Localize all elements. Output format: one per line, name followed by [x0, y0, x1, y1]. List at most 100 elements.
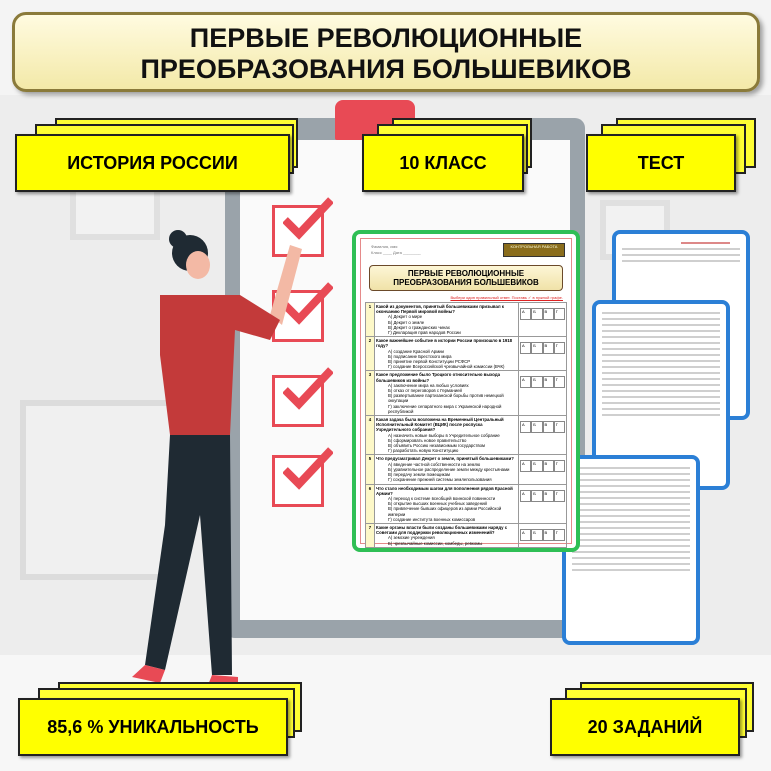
question-number: 6: [365, 483, 375, 524]
question-text: Какая задача была возложена на Временный…: [376, 417, 504, 433]
question-number: 3: [365, 370, 375, 417]
answer-option: А) введение частной собственности на зем…: [388, 461, 481, 467]
question-cell: Какое важнейшее событие в истории России…: [374, 336, 519, 372]
answer-box[interactable]: В: [542, 421, 554, 434]
type-tag: ТЕСТ: [586, 118, 756, 192]
answer-option: Г) Декларация прав народов России: [388, 330, 461, 336]
preview-page-3: [562, 455, 700, 645]
answer-option: Г) разработать новую Конституцию: [388, 448, 459, 454]
answer-box[interactable]: Г: [553, 308, 565, 320]
answer-option: Г) создание института военных комиссаров: [388, 516, 476, 522]
question-cell: Какая задача была возложена на Временный…: [374, 415, 519, 456]
answer-box[interactable]: В: [542, 342, 554, 355]
answer-option: Б) Декрет о земле: [388, 319, 425, 325]
answer-box[interactable]: Г: [553, 489, 565, 502]
checkbox-icon: [272, 367, 333, 427]
question-text: Что предусматривал Декрет о земле, приня…: [376, 456, 514, 462]
uniqueness-tag: 85,6 % УНИКАЛЬНОСТЬ: [18, 682, 302, 756]
answer-option: А) назначить новые выборы в Учредительно…: [388, 432, 500, 438]
answer-box[interactable]: Г: [553, 376, 565, 389]
answer-box[interactable]: В: [542, 460, 554, 473]
question-text: Что стало необходимым шагом для пополнен…: [376, 485, 513, 496]
answer-box[interactable]: Б: [531, 489, 543, 502]
question-cell: Что предусматривал Декрет о земле, приня…: [374, 454, 519, 485]
answer-option: Б) подписание Брестского мира: [388, 353, 452, 359]
answer-box[interactable]: Г: [553, 528, 565, 541]
answer-box[interactable]: Г: [553, 342, 565, 355]
answer-option: Г) создание Всероссийской чрезвычайной к…: [388, 364, 505, 370]
answer-box[interactable]: А: [520, 376, 532, 389]
worksheet-title: ПЕРВЫЕ РЕВОЛЮЦИОННЫЕ ПРЕОБРАЗОВАНИЯ БОЛЬ…: [369, 265, 563, 291]
answer-box[interactable]: Б: [531, 342, 543, 355]
worksheet-instruction: Выбери один правильный ответ. Поставь ✓ …: [450, 295, 563, 300]
answer-option: Г) сохранение прежней системы землепольз…: [388, 477, 492, 483]
tasks-tag: 20 ЗАДАНИЙ: [550, 682, 754, 756]
answer-option: Г) заключение сепаратного мира с Украинс…: [388, 403, 502, 414]
answer-option: А) заключение мира на любых условиях: [388, 382, 469, 388]
answer-option: В) привлечение бывших офицеров из армии …: [388, 506, 502, 517]
answer-box[interactable]: А: [520, 421, 532, 434]
answer-box[interactable]: А: [520, 489, 532, 502]
answer-option: Б) открытие высших военных учебных завед…: [388, 501, 487, 507]
woman-illustration: [132, 230, 302, 685]
title-line-1: ПЕРВЫЕ РЕВОЛЮЦИОННЫЕ: [189, 23, 583, 53]
question-number: 4: [365, 415, 375, 456]
answer-option: Б) уравнительное распределение земли меж…: [388, 466, 510, 472]
answer-box[interactable]: В: [542, 528, 554, 541]
answer-box[interactable]: Б: [531, 421, 543, 434]
worksheet-header: Фамилия, имя Класс ____ Дата ________: [371, 244, 421, 255]
answer-box[interactable]: А: [520, 528, 532, 541]
answer-option: В) принятие первой Конституции РСФСР: [388, 359, 471, 365]
answer-option: Б) чрезвычайные комиссии, комбеды, ревко…: [388, 540, 483, 546]
answer-box[interactable]: Г: [553, 460, 565, 473]
question-text: Какое предложение было Троцкого относите…: [376, 372, 500, 383]
question-cell: Какое предложение было Троцкого относите…: [374, 370, 519, 417]
answer-option: А) создание Красной Армии: [388, 348, 444, 354]
answer-box[interactable]: А: [520, 308, 532, 320]
question-number: 2: [365, 336, 375, 372]
question-cell: Какие органы власти были созданы большев…: [374, 522, 519, 548]
answer-option: В) развертывание партизанской борьбы про…: [388, 393, 504, 404]
subject-tag: ИСТОРИЯ РОССИИ: [15, 118, 298, 192]
page-title: ПЕРВЫЕ РЕВОЛЮЦИОННЫЕ ПРЕОБРАЗОВАНИЯ БОЛЬ…: [12, 12, 760, 92]
answer-box[interactable]: Б: [531, 460, 543, 473]
answer-box[interactable]: Б: [531, 528, 543, 541]
question-cell: Какой из документов, принятый большевика…: [374, 301, 519, 338]
answer-box[interactable]: В: [542, 308, 554, 320]
worksheet-preview: Фамилия, имя Класс ____ Дата ________ КО…: [352, 230, 580, 552]
checkbox-icon: [272, 447, 333, 507]
question-number: 1: [365, 301, 375, 338]
question-cell: Что стало необходимым шагом для пополнен…: [374, 483, 519, 524]
title-line-2: ПРЕОБРАЗОВАНИЯ БОЛЬШЕВИКОВ: [140, 54, 632, 84]
answer-box[interactable]: Г: [553, 421, 565, 434]
answer-box[interactable]: А: [520, 460, 532, 473]
question-text: Какой из документов, принятый большевика…: [376, 304, 504, 315]
answer-option: В) передачу земли помещикам: [388, 472, 450, 478]
answer-box[interactable]: Б: [531, 376, 543, 389]
answer-option: В) Декрет о гражданских чинах: [388, 324, 450, 330]
answer-option: Б) отказ от переговоров с Германией: [388, 388, 462, 394]
worksheet-badge: КОНТРОЛЬНАЯ РАБОТА: [503, 243, 565, 257]
answer-box[interactable]: А: [520, 342, 532, 355]
answer-option: А) Декрет о мире: [388, 314, 423, 320]
answer-box[interactable]: В: [542, 489, 554, 502]
answer-box[interactable]: Б: [531, 308, 543, 320]
question-text: Какие органы власти были созданы большев…: [376, 524, 508, 536]
answer-option: В) объявить Россию независимым государст…: [388, 443, 485, 449]
question-number: 5: [365, 454, 375, 485]
answer-box[interactable]: В: [542, 376, 554, 389]
